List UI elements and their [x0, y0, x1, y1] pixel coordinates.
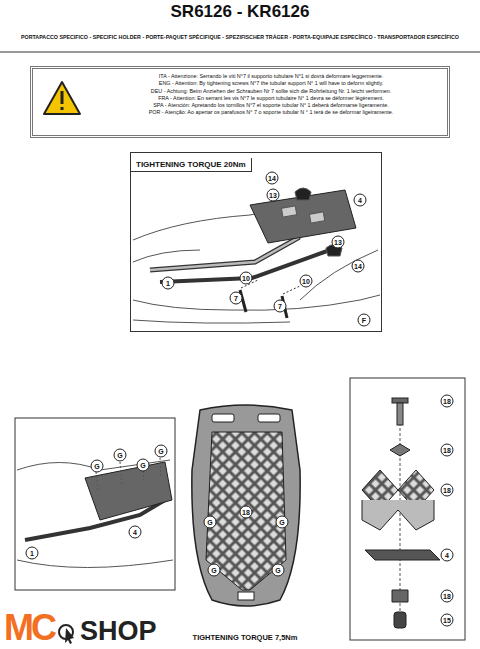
warning-text: ENG - Attention: By tightening screws N°… — [103, 80, 439, 87]
callout-number: G — [137, 459, 150, 472]
watermark: MC — [4, 610, 54, 646]
callout-number: 14 — [352, 260, 365, 273]
panel-frame — [15, 418, 175, 590]
warning-icon — [44, 82, 80, 114]
callout-number: G — [91, 460, 104, 473]
callout-number: 1 — [26, 547, 39, 560]
topcase-plate — [192, 405, 300, 606]
warning-text: POR - Atenção: Ao apertar os parafusos N… — [103, 109, 439, 116]
callout-number: 10 — [240, 272, 253, 285]
callout-number: 4 — [354, 194, 367, 207]
callout-number: 18 — [240, 506, 253, 519]
callout-number: G — [114, 449, 127, 462]
callout-number: 4 — [441, 549, 454, 562]
callout-number: 13 — [267, 189, 280, 202]
callout-number: G — [204, 516, 217, 529]
callout-number: 14 — [266, 172, 279, 185]
panel-frame — [350, 378, 465, 640]
warning-text: FRA - Attention: En serrant les vis N°7 … — [103, 95, 439, 102]
callout-number: F — [358, 314, 371, 327]
warning-text: SPA - Atención: Apretando los tornillos … — [103, 102, 439, 109]
callout-number: 18 — [441, 484, 454, 497]
callout-number: 18 — [441, 444, 454, 457]
callout-number: G — [208, 564, 221, 577]
callout-number: G — [272, 564, 285, 577]
callout-number: 4 — [129, 526, 142, 539]
callout-number: 10 — [300, 275, 313, 288]
callout-number: 7 — [230, 292, 243, 305]
callout-number: G — [276, 516, 289, 529]
instruction-panel: TIGHTENING TORQUE 20Nm — [130, 152, 382, 332]
warning-text: ITA - Attenzione: Serrando le viti N°7 i… — [103, 73, 439, 80]
subtitle: PORTAPACCO SPECIFICO - SPECIFIC HOLDER -… — [21, 35, 459, 40]
callout-number: 13 — [332, 236, 345, 249]
warning-text: DEU - Achtung: Beim Anziehen der Schraub… — [103, 88, 439, 95]
torque-note: TIGHTENING TORQUE 7,5Nm — [193, 634, 298, 642]
watermark-icon — [59, 625, 74, 644]
rule — [0, 52, 480, 53]
rack-scene — [133, 188, 380, 323]
watermark: SHOP — [80, 618, 157, 645]
panel-heading: TIGHTENING TORQUE 20Nm — [131, 158, 252, 172]
exploded-parts — [362, 398, 440, 628]
callout-number: 7 — [274, 300, 287, 313]
warning-box: ITA - Attenzione: Serrando le viti N°7 i… — [30, 66, 450, 138]
callout-number: 1 — [162, 277, 175, 290]
callout-number: 18 — [441, 590, 454, 603]
callout-number: 15 — [441, 614, 454, 627]
callout-number: G — [155, 445, 168, 458]
title: SR6126 - KR6126 — [0, 2, 480, 22]
plate-scene — [17, 458, 173, 568]
callout-number: 18 — [441, 395, 454, 408]
